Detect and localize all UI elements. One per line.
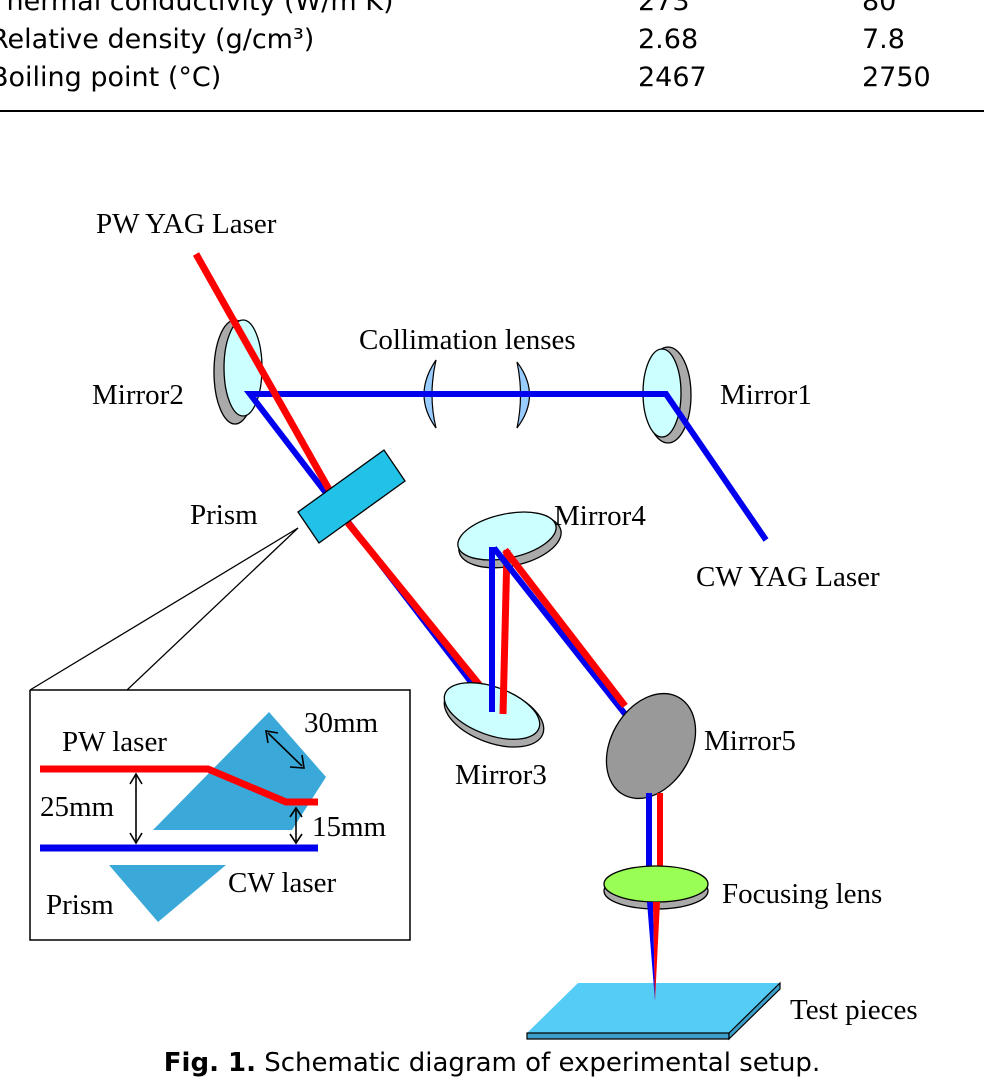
- pw-beam-m4-m5: [502, 547, 628, 709]
- table-cell-property: Boiling point (°C): [0, 62, 222, 93]
- table-cell-property: Relative density (g/cm³): [0, 24, 315, 55]
- inset-label-cw-laser: CW laser: [228, 867, 337, 899]
- label-mirror3: Mirror3: [455, 759, 547, 791]
- table-cell-fe: 7.8: [862, 24, 905, 55]
- pw-beam-after-prism: [345, 520, 506, 717]
- label-cw-yag-laser: CW YAG Laser: [696, 561, 880, 593]
- prism: [297, 449, 406, 544]
- inset-label-25mm: 25mm: [40, 791, 115, 823]
- table-row: Boiling point (°C) 2467 2750: [0, 62, 984, 96]
- table-row: Thermal conductivity (W/m K) 273 80: [0, 0, 984, 20]
- prism-inset: [29, 527, 411, 941]
- table-cell-al: 2.68: [638, 24, 699, 55]
- caption-text: Schematic diagram of experimental setup.: [264, 1048, 821, 1078]
- label-mirror4: Mirror4: [554, 500, 646, 532]
- pw-beam-m3-m4: [499, 549, 511, 715]
- focused-beam-pw: [653, 902, 660, 1001]
- table-cell-property: Thermal conductivity (W/m K): [0, 0, 394, 17]
- dim-arrow-30mm: [265, 730, 305, 769]
- inset-label-15mm: 15mm: [312, 811, 387, 843]
- focusing-lens: [603, 865, 709, 910]
- property-table: Thermal conductivity (W/m K) 273 80 Rela…: [0, 0, 984, 112]
- label-test-pieces: Test pieces: [790, 994, 918, 1026]
- caption-label: Fig. 1.: [163, 1048, 256, 1078]
- dim-arrow-25mm: [129, 772, 143, 845]
- inset-label-pw-laser: PW laser: [62, 726, 167, 758]
- inset-label-prism: Prism: [46, 889, 114, 921]
- label-mirror1: Mirror1: [720, 379, 812, 411]
- label-collimation-lenses: Collimation lenses: [359, 324, 576, 356]
- inset-prism-lower: [109, 865, 226, 922]
- label-focusing-lens: Focusing lens: [722, 878, 882, 910]
- pw-beam-incoming: [192, 252, 352, 525]
- test-piece-edge: [728, 981, 781, 1041]
- mirror4: [457, 511, 562, 569]
- table-row: Relative density (g/cm³) 2.68 7.8: [0, 24, 984, 58]
- inset-label-30mm: 30mm: [304, 707, 379, 739]
- mirror5: [605, 692, 697, 800]
- label-mirror2: Mirror2: [92, 379, 184, 411]
- cw-beam-m4-m5: [491, 546, 643, 735]
- label-pw-yag-laser: PW YAG Laser: [96, 208, 277, 240]
- mirror2: [213, 319, 263, 425]
- test-piece-side: [526, 1032, 730, 1040]
- table-bottom-rule: [0, 110, 984, 112]
- dim-arrow-15mm: [289, 806, 303, 845]
- table-cell-al: 273: [638, 0, 690, 17]
- label-prism: Prism: [190, 499, 258, 531]
- inset-pw-beam: [40, 765, 318, 806]
- table-cell-fe: 80: [862, 0, 897, 17]
- focused-beam: [647, 902, 655, 1001]
- test-piece-top: [527, 983, 780, 1033]
- table-cell-fe: 2750: [862, 62, 931, 93]
- label-mirror5: Mirror5: [704, 725, 796, 757]
- figure-caption: Fig. 1. Schematic diagram of experimenta…: [0, 1048, 984, 1078]
- table-cell-al: 2467: [638, 62, 707, 93]
